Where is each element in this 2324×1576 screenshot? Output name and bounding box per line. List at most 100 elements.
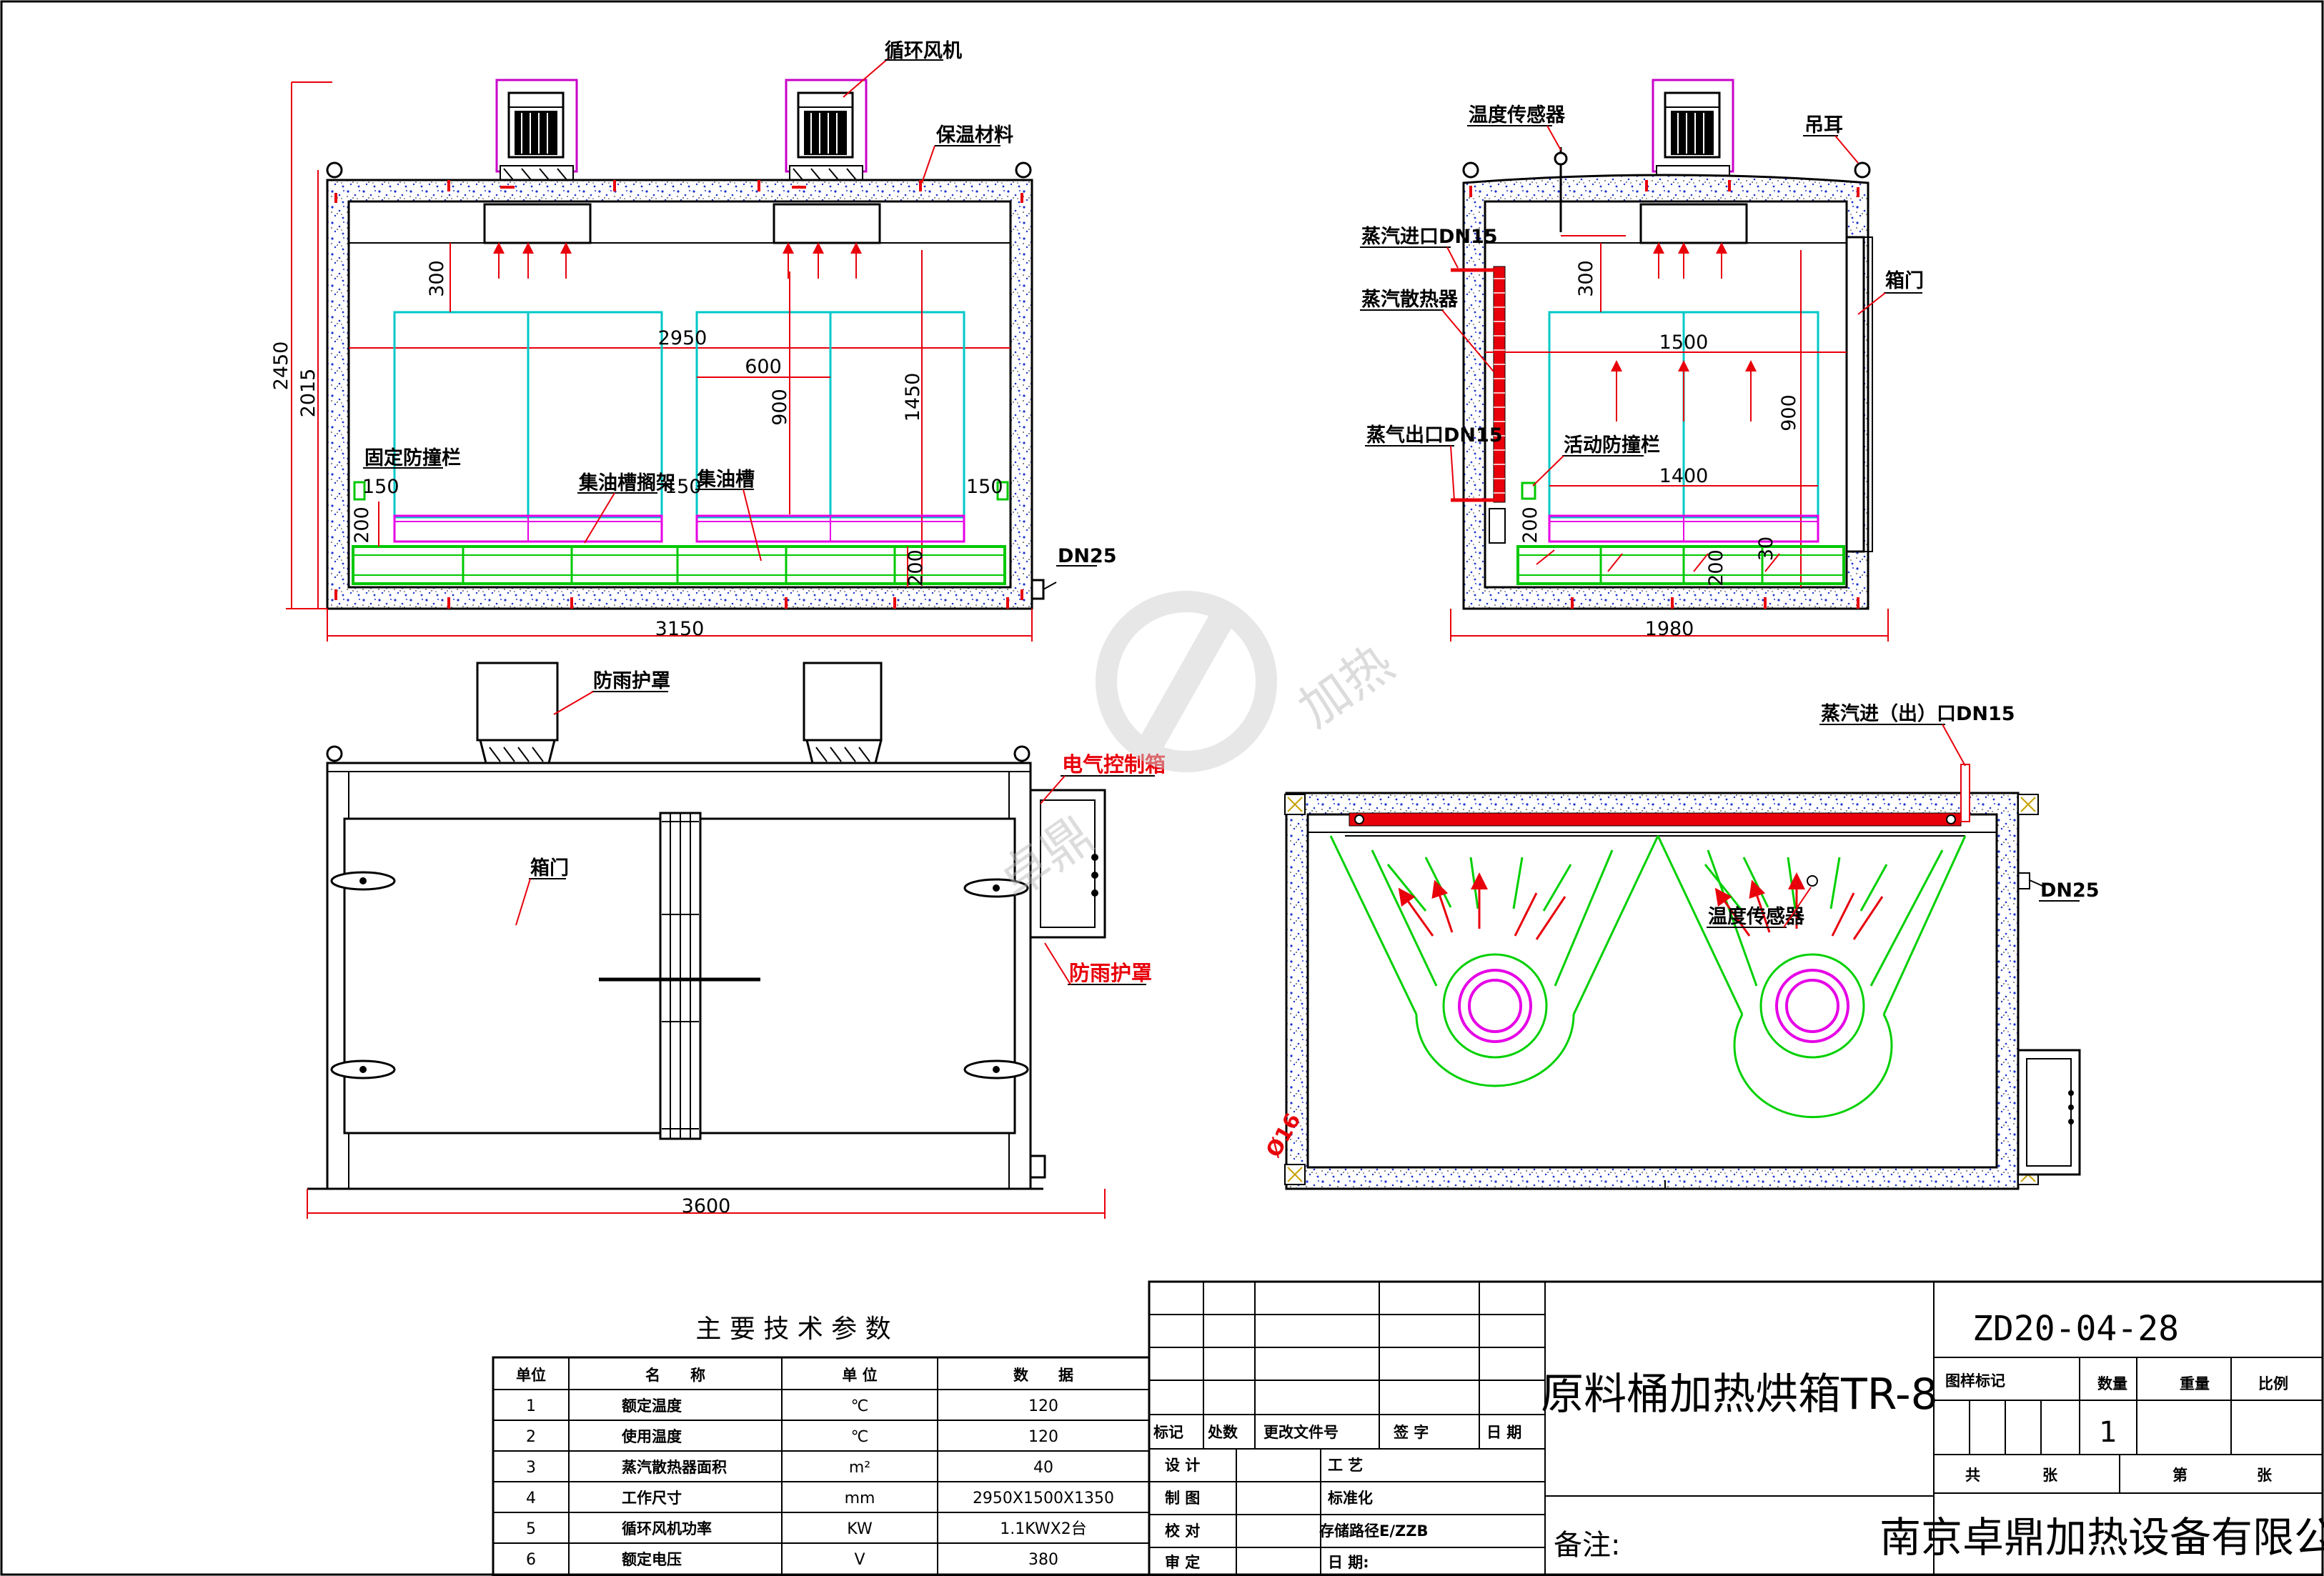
label-plan-temp-sensor: 温度传感器 <box>1708 905 1805 928</box>
label-steam-out: 蒸气出口DN15 <box>1366 424 1503 447</box>
svg-text:加热: 加热 <box>1288 633 1404 738</box>
dim-2015: 2015 <box>297 369 319 418</box>
insulation-shell <box>326 179 1033 610</box>
label-insulation: 保温材料 <box>935 124 1013 146</box>
dim-1450: 1450 <box>902 373 924 422</box>
svg-text:共: 共 <box>1965 1467 1980 1484</box>
door-latch-tr[interactable] <box>963 878 1029 898</box>
svg-text:工 艺: 工 艺 <box>1328 1457 1363 1474</box>
svg-text:日 期: 日 期 <box>1486 1424 1521 1441</box>
label-rain-cover-side: 防雨护罩 <box>1069 961 1152 985</box>
label-oil-tray-rack: 集油槽搁架 <box>578 472 675 494</box>
svg-text:处数: 处数 <box>1207 1424 1238 1441</box>
label-steam-in: 蒸汽进口DN15 <box>1361 226 1498 248</box>
svg-text:标准化: 标准化 <box>1328 1490 1373 1507</box>
svg-text:5: 5 <box>526 1520 536 1538</box>
dim-300: 300 <box>426 260 448 297</box>
dim-3150: 3150 <box>655 618 705 640</box>
svg-text:℃: ℃ <box>851 1397 869 1415</box>
svg-text:KW: KW <box>847 1520 873 1538</box>
svg-text:工作尺寸: 工作尺寸 <box>622 1490 682 1507</box>
parameters-table: 主 要 技 术 参 数 单位 名 称 单 位 数 据 1 额定温度 ℃ 120 … <box>492 1315 1151 1576</box>
svg-text:单位: 单位 <box>516 1367 546 1384</box>
label-fan: 循环风机 <box>885 40 962 62</box>
svg-text:蒸汽散热器面积: 蒸汽散热器面积 <box>622 1459 727 1476</box>
svg-text:数 据: 数 据 <box>1013 1367 1073 1384</box>
fan-motor-2 <box>785 79 868 184</box>
svg-text:校 对: 校 对 <box>1165 1522 1200 1540</box>
label-plan-drain: DN25 <box>2040 879 2100 902</box>
svg-text:额定电压: 额定电压 <box>622 1551 682 1568</box>
dim-150-b: 150 <box>665 476 702 498</box>
electrical-control-box <box>1029 789 1106 939</box>
title-block: 标记 处数 更改文件号 签 字 日 期 设 计 制 图 校 对 审 定 工 艺 … <box>1148 1280 2324 1576</box>
side-insulation-shell <box>1462 174 1869 610</box>
plan-insulation-shell <box>1285 792 2020 1190</box>
svg-text:名 称: 名 称 <box>645 1367 705 1384</box>
label-steam-heater: 蒸汽散热器 <box>1361 289 1459 311</box>
label-lifting-lug: 吊耳 <box>1804 114 1843 136</box>
fan-motor-1 <box>495 79 578 184</box>
side-view: 300 1500 900 1400 200 200 30 1980 温度传感器 … <box>1360 79 1924 642</box>
label-door-exterior: 箱门 <box>530 857 569 879</box>
door-latch-br[interactable] <box>963 1059 1029 1079</box>
label-movable-rail: 活动防撞栏 <box>1564 434 1660 457</box>
door-latch-bl[interactable] <box>330 1059 396 1079</box>
label-temp-sensor: 温度传感器 <box>1469 104 1566 126</box>
label-door-side: 箱门 <box>1885 269 1924 292</box>
svg-text:图样标记: 图样标记 <box>1945 1372 2005 1390</box>
plan-view: 蒸汽进（出）口DN15 温度传感器 DN25 Ø16 <box>1261 703 2100 1190</box>
svg-text:6: 6 <box>526 1551 536 1569</box>
params-title: 主 要 技 术 参 数 <box>695 1315 890 1344</box>
dim-3600: 3600 <box>682 1195 731 1217</box>
svg-text:380: 380 <box>1028 1551 1058 1569</box>
svg-text:更改文件号: 更改文件号 <box>1263 1424 1339 1441</box>
label-drain-front: DN25 <box>1058 545 1117 567</box>
dim-2950: 2950 <box>658 327 707 349</box>
svg-text:1.1KWX2台: 1.1KWX2台 <box>1000 1520 1086 1538</box>
svg-text:1: 1 <box>2099 1416 2117 1449</box>
svg-text:比例: 比例 <box>2258 1375 2288 1392</box>
drawing-code: ZD20-04-28 <box>1972 1309 2179 1349</box>
svg-text:存储路径E/ZZB: 存储路径E/ZZB <box>1319 1522 1428 1540</box>
dim-900: 900 <box>769 389 791 426</box>
dim-side-30: 30 <box>1755 537 1777 561</box>
exterior-view: 3600 防雨护罩 电气控制箱 箱门 防雨护罩 <box>307 662 1166 1219</box>
label-steam-port: 蒸汽进（出）口DN15 <box>1821 703 2015 725</box>
dim-150-a: 150 <box>362 476 399 498</box>
dim-200-b: 200 <box>905 549 927 587</box>
svg-text:审 定: 审 定 <box>1165 1554 1200 1571</box>
dim-side-900: 900 <box>1778 394 1800 432</box>
dim-2450: 2450 <box>270 341 292 391</box>
svg-text:日 期:: 日 期: <box>1328 1554 1369 1571</box>
dim-600: 600 <box>745 356 782 378</box>
dim-side-200-b: 200 <box>1705 549 1727 587</box>
svg-text:张: 张 <box>2042 1467 2058 1484</box>
dim-side-200-a: 200 <box>1519 507 1541 544</box>
remarks-label: 备注: <box>1554 1529 1620 1562</box>
svg-text:循环风机功率: 循环风机功率 <box>622 1520 712 1537</box>
fan-motor-side <box>1652 79 1734 184</box>
label-oil-tray: 集油槽 <box>696 468 755 491</box>
svg-text:数量: 数量 <box>2097 1375 2127 1392</box>
svg-text:重量: 重量 <box>2180 1375 2210 1392</box>
dim-150-c: 150 <box>966 476 1003 498</box>
svg-text:使用温度: 使用温度 <box>621 1428 682 1445</box>
svg-text:2950X1500X1350: 2950X1500X1350 <box>973 1490 1114 1507</box>
drawing-title: 原料桶加热烘箱TR-8 <box>1541 1370 1938 1420</box>
svg-text:40: 40 <box>1033 1459 1053 1477</box>
svg-text:℃: ℃ <box>851 1428 869 1446</box>
svg-text:制 图: 制 图 <box>1165 1490 1200 1507</box>
svg-text:设 计: 设 计 <box>1165 1457 1200 1474</box>
door-latch-tl[interactable] <box>330 871 396 891</box>
watermark: 加热 卓鼎 <box>988 591 1404 910</box>
front-view: 2450 2015 2950 300 600 900 1450 150 150 … <box>270 40 1117 642</box>
svg-text:mm: mm <box>845 1490 875 1507</box>
dim-200-a: 200 <box>351 507 373 544</box>
dim-side-1400: 1400 <box>1659 465 1709 487</box>
svg-text:2: 2 <box>526 1428 536 1446</box>
svg-text:4: 4 <box>526 1490 536 1507</box>
svg-text:单 位: 单 位 <box>842 1367 877 1384</box>
